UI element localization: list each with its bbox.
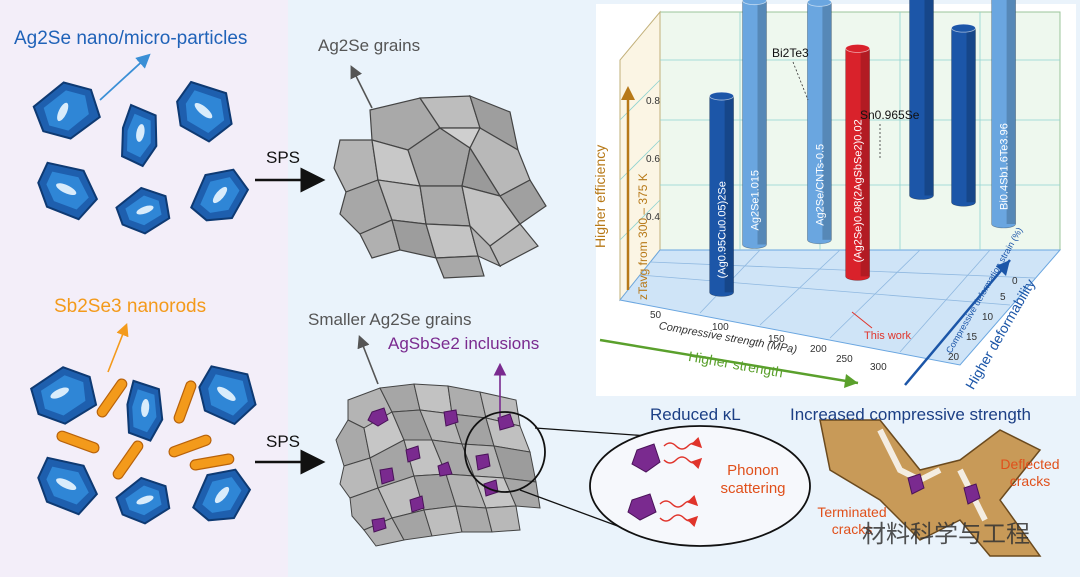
- particle-6: [190, 168, 250, 222]
- sps-label-bottom: SPS: [266, 432, 301, 451]
- bar-label: (Ag2Se)0.98(2AgSbSe2)0.02: [853, 119, 865, 262]
- particles-and-nanorods: [30, 365, 257, 525]
- nanorod: [173, 380, 197, 424]
- z-axis-title: zTavg from 300 – 375 K: [636, 173, 650, 300]
- nanorods-pointer-arrow: [107, 323, 129, 373]
- bar--ag0-95cu0-05-2se: (Ag0.95Cu0.05)2Se: [709, 91, 734, 297]
- zoom-circle: [464, 411, 546, 493]
- terminated-cracks-label: Terminated cracks: [817, 504, 887, 537]
- inclusions-label: AgSbSe2 inclusions: [388, 334, 540, 353]
- increased-strength-label: Increased compressive strength: [790, 405, 1031, 424]
- bar-label: Ag2Se/CNTs-0.5: [814, 144, 826, 226]
- zoom-line-top: [534, 427, 649, 437]
- x-tick-5: 250: [836, 354, 853, 365]
- y-tick-3: 10: [982, 312, 994, 323]
- z-tick-2: 0.6: [646, 154, 660, 165]
- bar--ag2se-0-98-2agsbse2-0-02: (Ag2Se)0.98(2AgSbSe2)0.02: [845, 44, 870, 281]
- bar-ag2se1-015: Ag2Se1.015: [742, 0, 767, 249]
- phonon-scattering-label: Phonon scattering: [720, 462, 786, 497]
- bar-bi0-4sb1-6te3-96: Bi0.4Sb1.6Te3.96: [991, 0, 1016, 229]
- smaller-grains: [335, 383, 541, 547]
- ag2se-grains-top: [333, 94, 547, 279]
- particle-3: [176, 80, 233, 143]
- ag2se-particles-top: [32, 80, 250, 235]
- z-tick-1: 0.4: [646, 212, 660, 223]
- nanorod: [96, 378, 128, 418]
- x-tick-4: 200: [810, 344, 827, 355]
- phonon-inclusions: [627, 443, 661, 521]
- y-tick-4: 15: [966, 332, 978, 343]
- grains-label-top: Ag2Se grains: [318, 36, 421, 55]
- bar-ag2se-cnts-0-5: Ag2Se/CNTs-0.5: [807, 0, 832, 245]
- reduced-kl-label: Reduced κL: [650, 405, 741, 424]
- nanorod: [168, 434, 212, 458]
- x-tick-2: 100: [712, 322, 729, 333]
- x-tick-6: 300: [870, 362, 887, 373]
- deflected-cracks-label: Deflected cracks: [1000, 456, 1060, 489]
- particle-4: [37, 161, 99, 221]
- sps-label-top: SPS: [266, 148, 301, 167]
- x-tick-1: 50: [650, 310, 662, 321]
- phonon-waves: [659, 436, 703, 528]
- bar-label: Ag2Se1.015: [750, 170, 762, 231]
- bar-chart-3d: Bi0.4Sb1.6Te3.96 Ag2Se/CNTs-0.5 Ag2Se1.015…: [596, 0, 1076, 396]
- callout-sn: Sn0.965Se: [860, 108, 920, 122]
- x-tick-3: 150: [768, 334, 785, 345]
- crack-illustration: [819, 419, 1042, 557]
- nanorod: [189, 453, 235, 471]
- particle-2: [121, 103, 158, 168]
- this-work-label: This work: [864, 330, 912, 342]
- bar-sn0-965se: [951, 23, 976, 207]
- z-arrow-label: Higher efficiency: [592, 144, 608, 248]
- nanorods-label: Sb2Se3 nanorods: [54, 296, 207, 317]
- particles-pointer-arrow: [99, 53, 151, 101]
- smaller-grains-label: Smaller Ag2Se grains: [308, 310, 472, 329]
- grains-pointer-arrow: [350, 65, 373, 109]
- particles-label: Ag2Se nano/micro-particles: [14, 28, 248, 49]
- particle-1: [32, 81, 101, 140]
- z-tick-3: 0.8: [646, 96, 660, 107]
- particle-5: [115, 186, 171, 235]
- smaller-grains-pointer-arrow: [357, 335, 379, 385]
- bar-label: Bi0.4Sb1.6Te3.96: [999, 123, 1011, 210]
- nanorod: [112, 440, 144, 480]
- agsbse2-inclusions: [367, 407, 515, 533]
- callout-bi2te3: Bi2Te3: [772, 46, 809, 60]
- nanorod: [56, 430, 100, 454]
- y-tick-2: 5: [1000, 292, 1006, 303]
- y-tick-5: 20: [948, 352, 960, 363]
- watermark: 材料科学与工程: [862, 520, 1030, 548]
- y-tick-1: 0: [1012, 276, 1018, 287]
- bar-bi2te3: [909, 0, 934, 200]
- bar-label: (Ag0.95Cu0.05)2Se: [717, 181, 729, 278]
